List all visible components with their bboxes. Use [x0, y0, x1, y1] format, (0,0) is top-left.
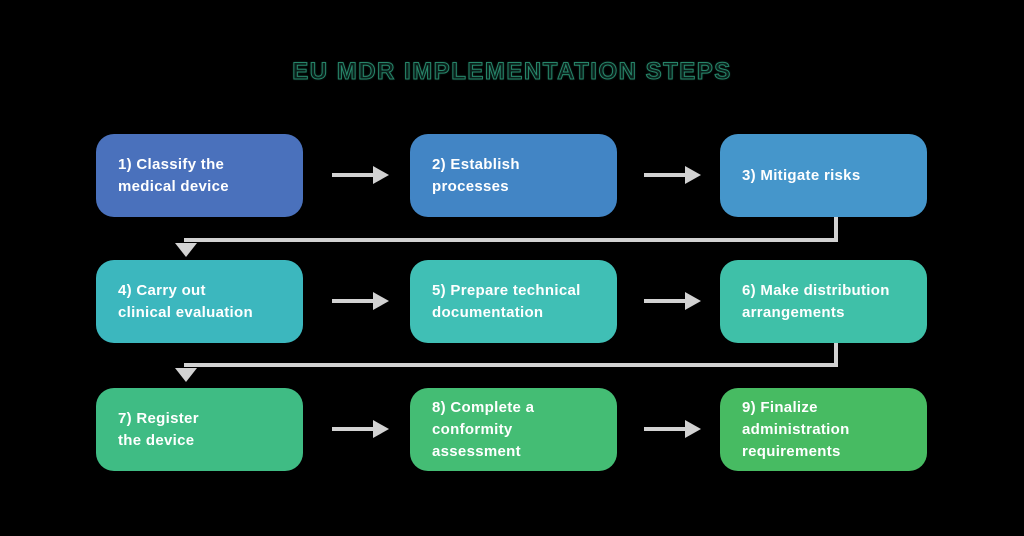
- right-arrow-icon: [332, 292, 390, 310]
- connector-line-horizontal-1: [184, 238, 838, 242]
- step-box-6: 6) Make distribution arrangements: [720, 260, 927, 343]
- arrow-head: [373, 166, 389, 184]
- connector-line-horizontal-2: [184, 363, 838, 367]
- step-label-5: 5) Prepare technical documentation: [432, 281, 581, 321]
- step-box-1: 1) Classify the medical device: [96, 134, 303, 217]
- arrow-head: [373, 292, 389, 310]
- right-arrow-icon: [644, 420, 702, 438]
- step-label-6: 6) Make distribution arrangements: [742, 281, 890, 321]
- arrow-head: [685, 292, 701, 310]
- arrow-shaft: [644, 427, 686, 431]
- step-box-5: 5) Prepare technical documentation: [410, 260, 617, 343]
- arrow-shaft: [644, 173, 686, 177]
- arrow-shaft: [332, 299, 374, 303]
- arrow-shaft: [332, 427, 374, 431]
- step-label-7: 7) Register the device: [118, 409, 199, 449]
- right-arrow-icon: [644, 292, 702, 310]
- step-label-9: 9) Finalize administration requirements: [742, 398, 850, 460]
- connector-line-vertical-2: [834, 343, 838, 367]
- step-label-1: 1) Classify the medical device: [118, 155, 229, 195]
- step-label-4: 4) Carry out clinical evaluation: [118, 281, 253, 321]
- step-label-8: 8) Complete a conformity assessment: [432, 398, 535, 460]
- arrow-shaft: [332, 173, 374, 177]
- arrow-head: [685, 166, 701, 184]
- right-arrow-icon: [332, 420, 390, 438]
- step-box-7: 7) Register the device: [96, 388, 303, 471]
- down-arrow-icon: [175, 243, 197, 257]
- step-box-9: 9) Finalize administration requirements: [720, 388, 927, 471]
- down-arrow-icon: [175, 368, 197, 382]
- right-arrow-icon: [644, 166, 702, 184]
- arrow-head: [685, 420, 701, 438]
- step-box-4: 4) Carry out clinical evaluation: [96, 260, 303, 343]
- arrow-shaft: [644, 299, 686, 303]
- arrow-head: [373, 420, 389, 438]
- right-arrow-icon: [332, 166, 390, 184]
- step-box-8: 8) Complete a conformity assessment: [410, 388, 617, 471]
- diagram-title: EU MDR IMPLEMENTATION STEPS: [292, 58, 732, 86]
- step-label-2: 2) Establish processes: [432, 155, 520, 195]
- step-box-3: 3) Mitigate risks: [720, 134, 927, 217]
- step-box-2: 2) Establish processes: [410, 134, 617, 217]
- connector-line-vertical-1: [834, 217, 838, 242]
- step-label-3: 3) Mitigate risks: [742, 166, 861, 184]
